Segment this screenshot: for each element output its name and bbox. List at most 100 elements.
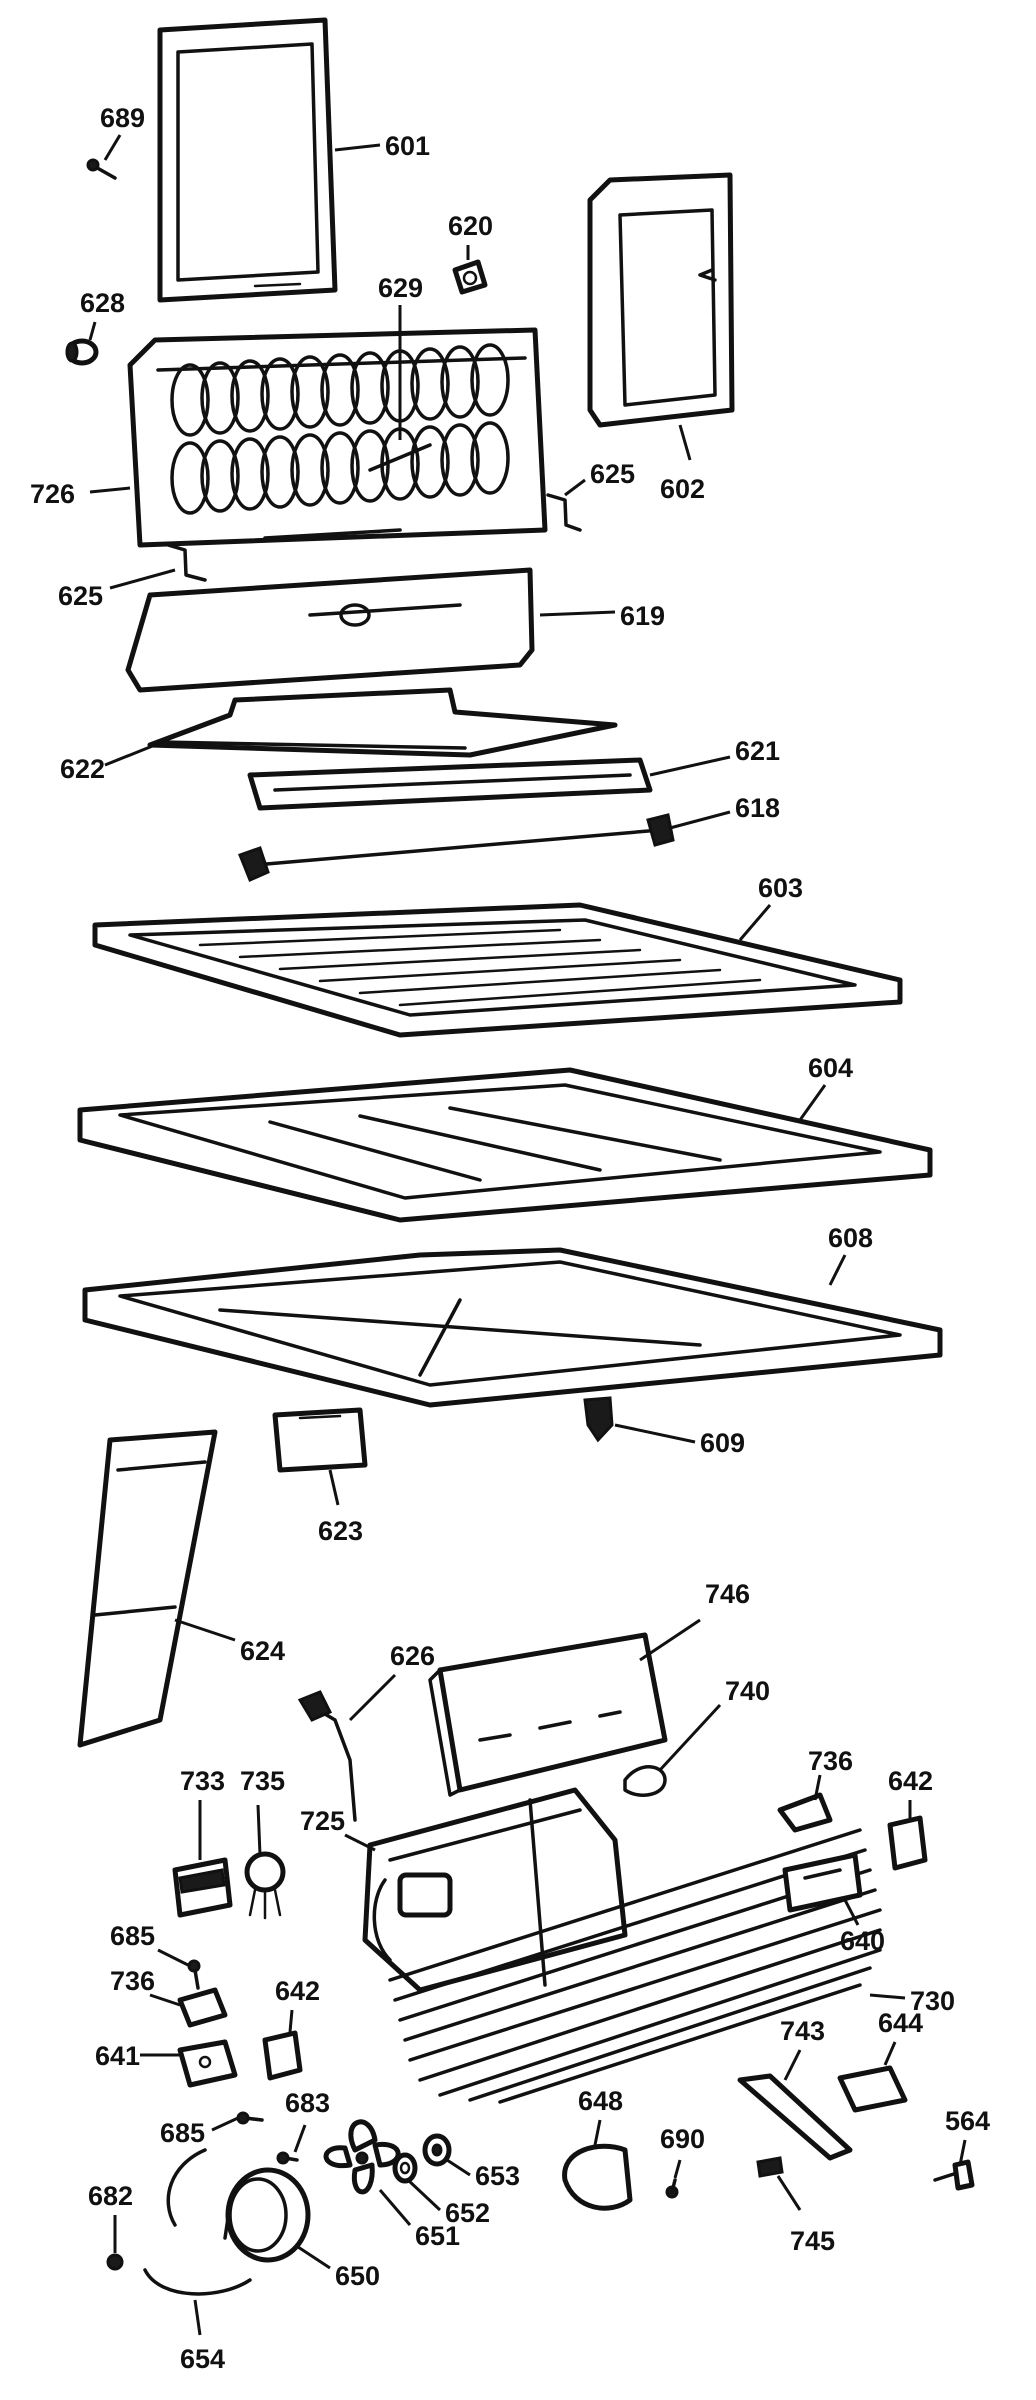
callout-601: 601 bbox=[385, 131, 430, 161]
leader-625-right bbox=[564, 478, 586, 497]
part-690-screw bbox=[665, 2178, 679, 2199]
part-602-duct-cover bbox=[587, 172, 735, 428]
leader-609 bbox=[614, 1423, 696, 1444]
part-564-screw bbox=[933, 2159, 975, 2191]
callout-644: 644 bbox=[878, 2008, 923, 2038]
callout-740: 740 bbox=[725, 1676, 770, 1706]
callout-746: 746 bbox=[705, 1579, 750, 1609]
leader-564 bbox=[958, 2139, 967, 2166]
part-736-bracket-right bbox=[777, 1792, 833, 1833]
leader-623 bbox=[328, 1469, 340, 1506]
part-652-washer bbox=[392, 2152, 418, 2184]
leader-745 bbox=[776, 2175, 802, 2211]
callout-642-right: 642 bbox=[888, 1766, 933, 1796]
callout-629: 629 bbox=[378, 273, 423, 303]
part-620-nut bbox=[452, 259, 488, 295]
callout-726: 726 bbox=[30, 479, 75, 509]
callout-682: 682 bbox=[88, 2181, 133, 2211]
leader-625-left bbox=[109, 568, 176, 590]
part-641-bracket bbox=[177, 2039, 238, 2088]
leader-628 bbox=[88, 321, 97, 341]
leader-603 bbox=[738, 904, 772, 941]
part-618-rod bbox=[238, 813, 675, 883]
part-651-fan-blade bbox=[323, 2119, 401, 2195]
part-743-strap bbox=[737, 2073, 853, 2161]
leader-618 bbox=[669, 810, 731, 830]
part-608-tray bbox=[82, 1247, 943, 1408]
part-625-bracket-right bbox=[546, 493, 582, 532]
callout-604: 604 bbox=[808, 1053, 853, 1083]
callout-745: 745 bbox=[790, 2226, 835, 2256]
callout-603: 603 bbox=[758, 873, 803, 903]
part-653-nut bbox=[422, 2133, 452, 2167]
callout-733: 733 bbox=[180, 1766, 225, 1796]
callout-653: 653 bbox=[475, 2161, 520, 2191]
leader-602 bbox=[678, 424, 692, 461]
part-619-baffle-plate bbox=[125, 567, 535, 693]
part-625-bracket-left bbox=[166, 543, 207, 582]
part-733-relay bbox=[172, 1857, 233, 1918]
leader-608 bbox=[828, 1254, 847, 1286]
part-642-grommet-left bbox=[262, 2030, 303, 2081]
leader-640 bbox=[843, 1899, 860, 1926]
callout-683: 683 bbox=[285, 2088, 330, 2118]
leader-652 bbox=[406, 2178, 442, 2212]
callout-623: 623 bbox=[318, 1516, 363, 1546]
leader-651 bbox=[378, 2189, 412, 2226]
callout-685-upper: 685 bbox=[110, 1921, 155, 1951]
leader-601 bbox=[334, 143, 381, 152]
part-689-screw bbox=[86, 158, 117, 180]
leader-654 bbox=[193, 2299, 202, 2336]
leader-604 bbox=[798, 1084, 827, 1121]
part-685-screw-lower bbox=[236, 2111, 264, 2125]
callout-648: 648 bbox=[578, 2086, 623, 2116]
callout-564: 564 bbox=[945, 2106, 990, 2136]
callout-624: 624 bbox=[240, 1636, 285, 1666]
leader-736-right bbox=[813, 1774, 822, 1801]
part-683-screw bbox=[276, 2151, 299, 2165]
callout-619: 619 bbox=[620, 601, 665, 631]
callout-736-left: 736 bbox=[110, 1966, 155, 1996]
part-624-panel bbox=[77, 1429, 218, 1748]
part-604-shelf-frame bbox=[77, 1067, 933, 1223]
part-726-evaporator-assembly bbox=[127, 327, 548, 548]
part-650-fan-motor bbox=[223, 2167, 311, 2263]
part-640-bracket bbox=[782, 1852, 863, 1913]
leader-690 bbox=[673, 2159, 682, 2179]
part-603-shelf bbox=[92, 902, 903, 1038]
part-609-clip bbox=[583, 1396, 614, 1443]
leader-746 bbox=[639, 1618, 701, 1662]
leader-650 bbox=[294, 2243, 331, 2270]
leader-730 bbox=[869, 1993, 906, 2000]
callout-685-lower: 685 bbox=[160, 2118, 205, 2148]
leader-619 bbox=[539, 610, 616, 617]
leader-621 bbox=[649, 755, 731, 777]
part-623-cover bbox=[272, 1407, 368, 1473]
callout-651: 651 bbox=[415, 2221, 460, 2251]
callout-625-right: 625 bbox=[590, 459, 635, 489]
leader-683 bbox=[293, 2124, 307, 2153]
callout-602: 602 bbox=[660, 474, 705, 504]
leader-725 bbox=[344, 1833, 376, 1852]
leader-685-lower bbox=[211, 2116, 239, 2132]
callout-620: 620 bbox=[448, 211, 493, 241]
callout-690: 690 bbox=[660, 2124, 705, 2154]
part-654-motor-bracket bbox=[143, 2148, 252, 2296]
callout-725: 725 bbox=[300, 1806, 345, 1836]
leader-685-upper bbox=[157, 1948, 189, 1967]
callout-641: 641 bbox=[95, 2041, 140, 2071]
callout-625-left: 625 bbox=[58, 581, 103, 611]
leader-740 bbox=[658, 1703, 722, 1772]
part-648-cap bbox=[562, 2143, 633, 2211]
callout-622: 622 bbox=[60, 754, 105, 784]
leader-736-left bbox=[149, 1993, 181, 2007]
part-622-drip-tray bbox=[147, 687, 618, 758]
callout-652: 652 bbox=[445, 2198, 490, 2228]
part-642-grommet-right bbox=[887, 1815, 928, 1871]
callout-608: 608 bbox=[828, 1223, 873, 1253]
part-626-cord bbox=[297, 1690, 357, 1822]
leader-653 bbox=[446, 2158, 471, 2177]
leader-648 bbox=[593, 2119, 602, 2146]
part-682-screw bbox=[106, 2253, 124, 2271]
leader-735 bbox=[256, 1804, 262, 1856]
